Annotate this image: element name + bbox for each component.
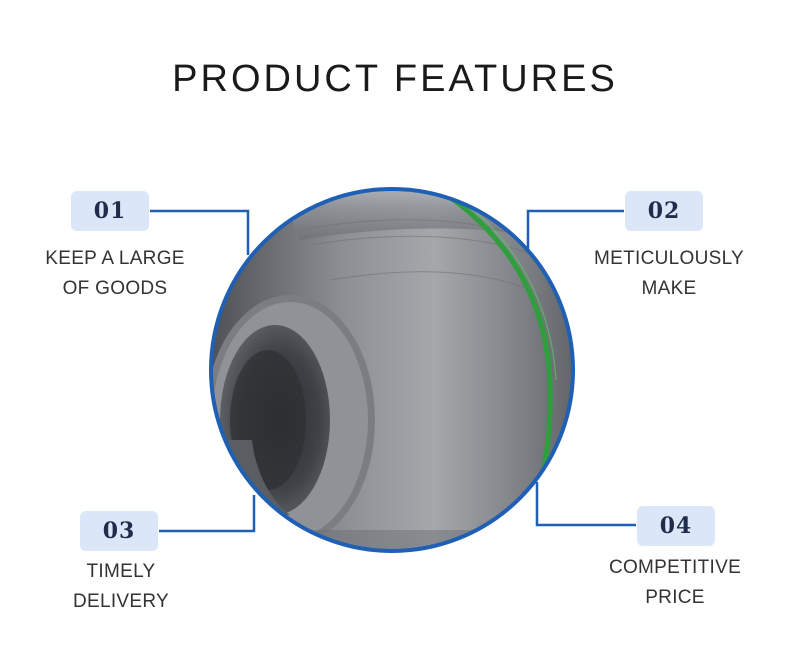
feature-label-01-line1: KEEP A LARGE <box>45 248 185 269</box>
feature-label-01: KEEP A LARGE OF GOODS <box>30 244 200 304</box>
feature-badge-01: 01 <box>71 191 149 231</box>
connector-lines <box>150 209 636 533</box>
connector-01 <box>150 209 250 255</box>
connector-04 <box>535 482 636 527</box>
feature-label-02-line2: MAKE <box>641 278 697 299</box>
steel-coil-photo <box>212 190 572 550</box>
feature-label-04-line1: COMPETITIVE <box>608 557 742 578</box>
feature-label-03: TIMELY DELIVERY <box>36 557 206 617</box>
feature-label-03-line1: TIMELY <box>86 561 156 582</box>
connector-02 <box>526 209 624 253</box>
feature-label-04-line2: PRICE <box>645 587 705 608</box>
feature-label-01-line2: OF GOODS <box>62 278 168 299</box>
feature-badge-04: 04 <box>637 506 715 546</box>
feature-badge-03: 03 <box>80 511 158 551</box>
feature-label-04: COMPETITIVE PRICE <box>590 553 760 613</box>
feature-label-02: METICULOUSLY MAKE <box>584 244 754 304</box>
feature-label-02-line1: METICULOUSLY <box>594 248 744 269</box>
photo-frame <box>209 187 575 553</box>
page-title: PRODUCT FEATURES <box>172 58 618 100</box>
connector-03 <box>159 495 256 533</box>
feature-badge-02: 02 <box>625 191 703 231</box>
feature-label-03-line2: DELIVERY <box>72 591 170 612</box>
